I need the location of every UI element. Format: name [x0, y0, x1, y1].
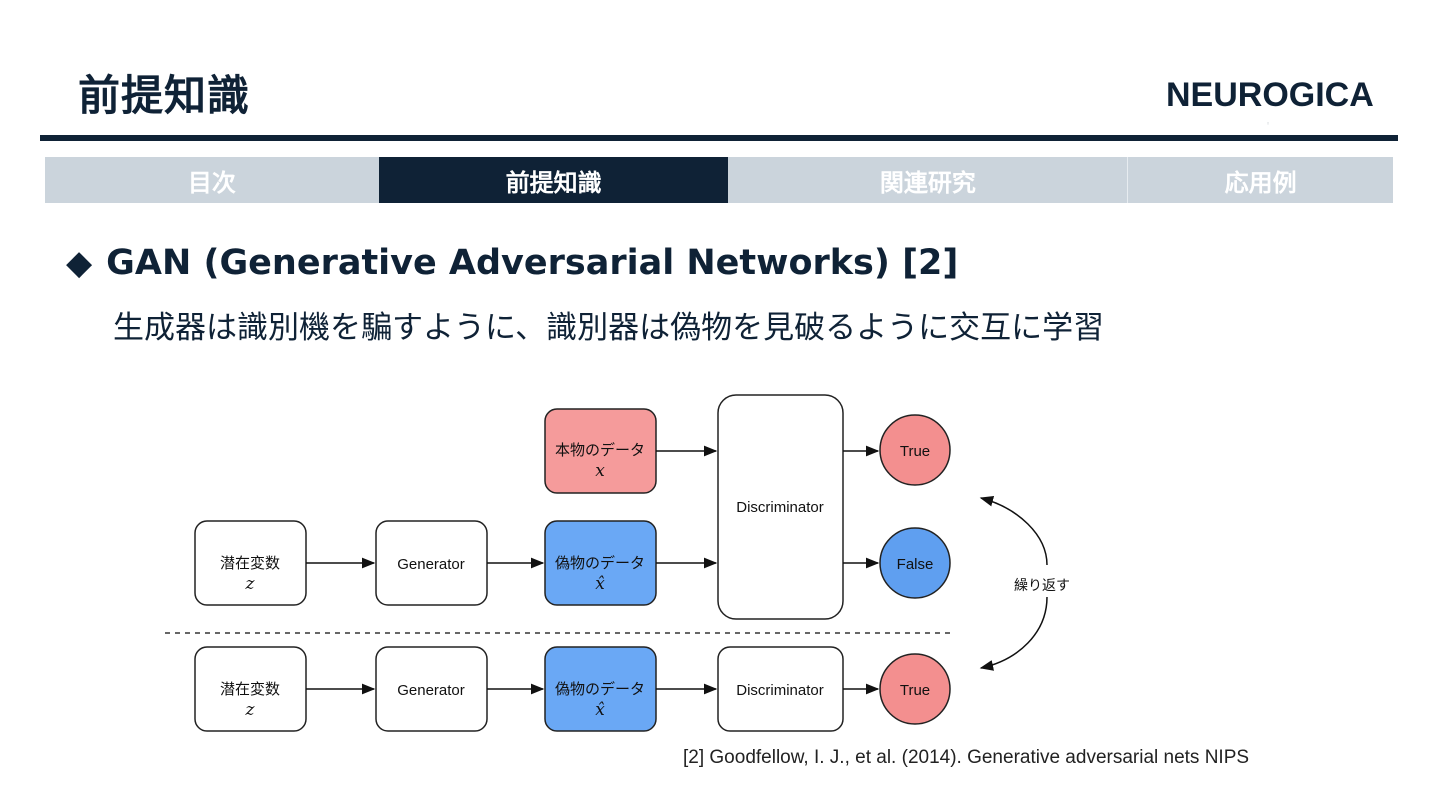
discriminator-box-top — [717, 394, 844, 620]
fake-data-symbol-bottom: x̂ — [595, 700, 605, 720]
latent-label-top: 潜在変数 — [220, 554, 280, 572]
generator-label-top: Generator — [397, 556, 465, 573]
output-true-top-label: True — [900, 443, 930, 460]
real-data-label: 本物のデータ — [555, 441, 645, 459]
page-title: 前提知識 — [78, 71, 251, 120]
latent-label-bottom: 潜在変数 — [220, 680, 280, 698]
section-heading-text: GAN (Generative Adversarial Networks) [2… — [106, 243, 959, 283]
section-subtitle: 生成器は識別機を騙すように、識別器は偽物を見破るように交互に学習 — [113, 310, 1105, 346]
diamond-bullet-icon: ◆ — [66, 243, 93, 283]
repeat-arrow-upper — [979, 495, 1048, 566]
latent-symbol-top: z — [245, 574, 256, 594]
output-false — [879, 527, 951, 599]
tab-applications[interactable]: 応用例 — [1128, 157, 1393, 203]
repeat-arrow-lower — [979, 596, 1048, 671]
real-data-symbol: x — [595, 461, 605, 481]
header-divider — [40, 135, 1398, 141]
generator-label-bottom: Generator — [397, 682, 465, 699]
fake-data-label-bottom: 偽物のデータ — [555, 680, 645, 698]
section-heading: ◆ GAN (Generative Adversarial Networks) … — [66, 243, 958, 283]
citation: [2] Goodfellow, I. J., et al. (2014). Ge… — [683, 747, 1250, 768]
company-logo: NEUROGICA — [1166, 76, 1374, 114]
tab-separator — [1127, 157, 1129, 203]
fake-data-symbol-top: x̂ — [595, 574, 605, 594]
repeat-label: 繰り返す — [1014, 578, 1070, 594]
output-true-bottom-label: True — [900, 682, 930, 699]
fake-data-label-top: 偽物のデータ — [555, 554, 645, 572]
latent-symbol-bottom: z — [245, 700, 256, 720]
output-false-label: False — [897, 556, 934, 573]
output-true-bottom — [879, 653, 951, 725]
tab-related-work[interactable]: 関連研究 — [728, 157, 1128, 203]
logo-mark-icon: ◦ — [1266, 120, 1271, 128]
discriminator-label-top: Discriminator — [736, 499, 824, 516]
tab-background-knowledge[interactable]: 前提知識 — [378, 157, 729, 203]
section-tabs: 目次 前提知識 関連研究 応用例 — [45, 157, 1393, 203]
output-true-top — [879, 414, 951, 486]
discriminator-label-bottom: Discriminator — [736, 682, 824, 699]
tab-contents[interactable]: 目次 — [45, 157, 379, 203]
